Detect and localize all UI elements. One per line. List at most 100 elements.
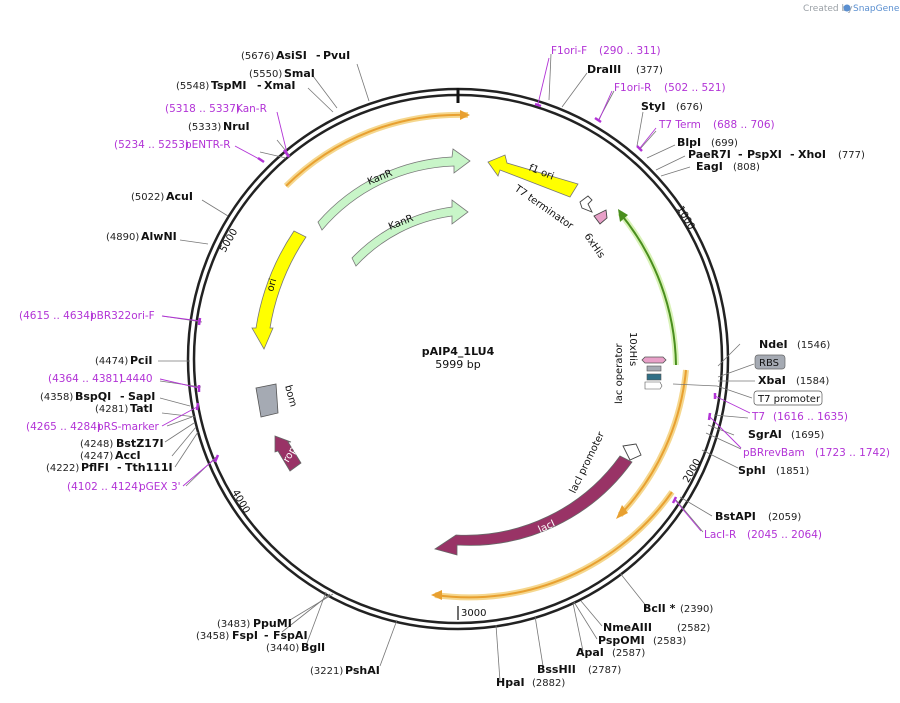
enzyme-name[interactable]: FspAI <box>273 629 308 642</box>
orf-green-arc[interactable] <box>619 212 677 366</box>
enzyme-name[interactable]: NruI <box>223 120 250 133</box>
feature-t7-terminator[interactable] <box>579 195 593 213</box>
primer-name[interactable]: T7 <box>751 411 765 423</box>
enzyme-name[interactable]: XhoI <box>798 148 826 161</box>
primer-range: (502 .. 521) <box>664 82 726 94</box>
enzyme-name[interactable]: SmaI <box>284 67 315 80</box>
enzyme-name[interactable]: BclI * <box>643 602 676 615</box>
primer-name[interactable]: pBRrevBam <box>743 447 805 459</box>
enzyme-name[interactable]: BlpI <box>677 136 701 149</box>
enzyme-name[interactable]: SapI <box>128 390 155 403</box>
enzyme-name[interactable]: StyI <box>641 100 665 113</box>
orf-kanr-arc[interactable] <box>285 113 469 187</box>
feature-bom[interactable] <box>255 383 279 418</box>
enzyme-pos: (2882) <box>532 678 565 689</box>
enzyme-pos: (2583) <box>653 636 686 647</box>
enzyme-name[interactable]: BstZ17I <box>116 437 164 450</box>
enzyme-name[interactable]: PaeR7I <box>688 148 731 161</box>
primer-name[interactable]: Kan-R <box>236 103 267 115</box>
enzyme-pos: (1546) <box>797 340 830 351</box>
t7-promoter-label: T7 promoter <box>757 394 821 405</box>
feature-laci-promoter[interactable] <box>622 443 642 461</box>
enzyme-pos: (777) <box>838 150 865 161</box>
enzyme-separator: - <box>738 148 743 161</box>
lac-operator-block-1[interactable] <box>646 365 662 372</box>
primer-name[interactable]: LacI-R <box>704 529 736 541</box>
enzyme-pos: (1695) <box>791 430 824 441</box>
plasmid-length: 5999 bp <box>435 358 480 371</box>
feature-6xhis[interactable] <box>593 209 608 225</box>
primer-range: (4102 .. 4124) <box>67 481 142 493</box>
enzyme-name[interactable]: EagI <box>696 160 723 173</box>
enzyme-name[interactable]: PshAI <box>345 664 380 677</box>
enzyme-name[interactable]: PflFI <box>81 461 109 474</box>
primer-name[interactable]: pGEX 3' <box>139 481 181 493</box>
enzyme-name[interactable]: BglI <box>301 641 325 654</box>
primer-name[interactable]: pRS-marker <box>97 421 160 433</box>
lac-operator-block-2[interactable] <box>646 373 662 381</box>
feature-ori-label: ori <box>265 277 279 292</box>
enzyme-pos: (676) <box>676 102 703 113</box>
enzyme-name[interactable]: HpaI <box>496 676 525 689</box>
feature-lac-operator-label: lac operator <box>614 343 625 404</box>
rbs-label: RBS <box>759 358 779 369</box>
orf-green-arrowhead <box>618 209 628 222</box>
primer-name[interactable]: T7 Term <box>658 119 701 131</box>
enzyme-name[interactable]: AlwNI <box>141 230 177 243</box>
enzyme-name[interactable]: SgrAI <box>748 428 782 441</box>
t7-promoter-badge[interactable] <box>753 390 823 406</box>
enzyme-name[interactable]: AsiSI <box>276 49 307 62</box>
enzyme-name[interactable]: SphI <box>738 464 766 477</box>
feature-kanr-outer[interactable] <box>317 148 471 231</box>
feature-rop[interactable] <box>274 435 302 472</box>
primer-name[interactable]: pENTR-R <box>185 139 231 151</box>
enzyme-name[interactable]: BspQI <box>75 390 111 403</box>
watermark-prefix: Created by <box>803 4 853 14</box>
plasmid-name: pAIP4_1LU4 <box>422 345 495 358</box>
orf-bottom-arrowhead <box>431 590 442 600</box>
snapgene-logo-icon <box>843 4 851 12</box>
enzyme-pos: (3221) <box>310 666 343 677</box>
enzyme-name[interactable]: Tth111I <box>125 461 173 474</box>
enzyme-name[interactable]: AcuI <box>166 190 193 203</box>
rbs-badge[interactable] <box>754 354 786 370</box>
enzyme-name[interactable]: ApaI <box>576 646 604 659</box>
primer-name[interactable]: pBR322ori-F <box>90 310 155 322</box>
primer-name[interactable]: L4440 <box>120 373 153 385</box>
orf-bottom-arc[interactable] <box>434 491 673 599</box>
enzyme-name[interactable]: PpuMI <box>253 617 292 630</box>
enzyme-name[interactable]: FspI <box>232 629 258 642</box>
enzyme-name[interactable]: XbaI <box>758 374 786 387</box>
enzyme-name[interactable]: TatI <box>130 402 153 415</box>
enzyme-separator: - <box>117 461 122 474</box>
enzyme-name[interactable]: NdeI <box>759 338 788 351</box>
lac-operator-block-3[interactable] <box>644 381 663 390</box>
enzyme-name[interactable]: PciI <box>130 354 152 367</box>
enzyme-name[interactable]: XmaI <box>264 79 295 92</box>
primer-range: (5234 .. 5253) <box>114 139 189 151</box>
primer-name[interactable]: F1ori-R <box>614 82 651 94</box>
enzyme-name[interactable]: PspOMI <box>598 634 645 647</box>
enzyme-name[interactable]: NmeAIII <box>603 621 652 634</box>
enzyme-name[interactable]: TspMI <box>211 79 247 92</box>
primer-range: (4615 .. 4634) <box>19 310 94 322</box>
enzyme-name[interactable]: DraIII <box>587 63 621 76</box>
orf-upper-right-arc[interactable] <box>619 369 687 516</box>
enzyme-pos: (5550) <box>249 69 282 80</box>
enzyme-name[interactable]: BssHII <box>537 663 576 676</box>
primer-name[interactable]: F1ori-F <box>551 45 587 57</box>
tick-3000: 3000 <box>461 608 486 619</box>
feature-laci[interactable] <box>434 455 633 556</box>
enzyme-pos: (377) <box>636 65 663 76</box>
feature-f1-ori[interactable] <box>487 154 579 198</box>
primer-range: (1723 .. 1742) <box>815 447 890 459</box>
enzyme-name[interactable]: PspXI <box>747 148 782 161</box>
feature-10xhis[interactable] <box>641 356 667 364</box>
feature-kanr-inner[interactable] <box>351 199 469 267</box>
enzyme-pos: (5548) <box>176 81 209 92</box>
enzyme-name[interactable]: AccI <box>115 449 141 462</box>
enzyme-name[interactable]: PvuI <box>323 49 350 62</box>
enzyme-name[interactable]: BstAPI <box>715 510 756 523</box>
feature-ori[interactable] <box>251 230 307 350</box>
primer-range: (2045 .. 2064) <box>747 529 822 541</box>
